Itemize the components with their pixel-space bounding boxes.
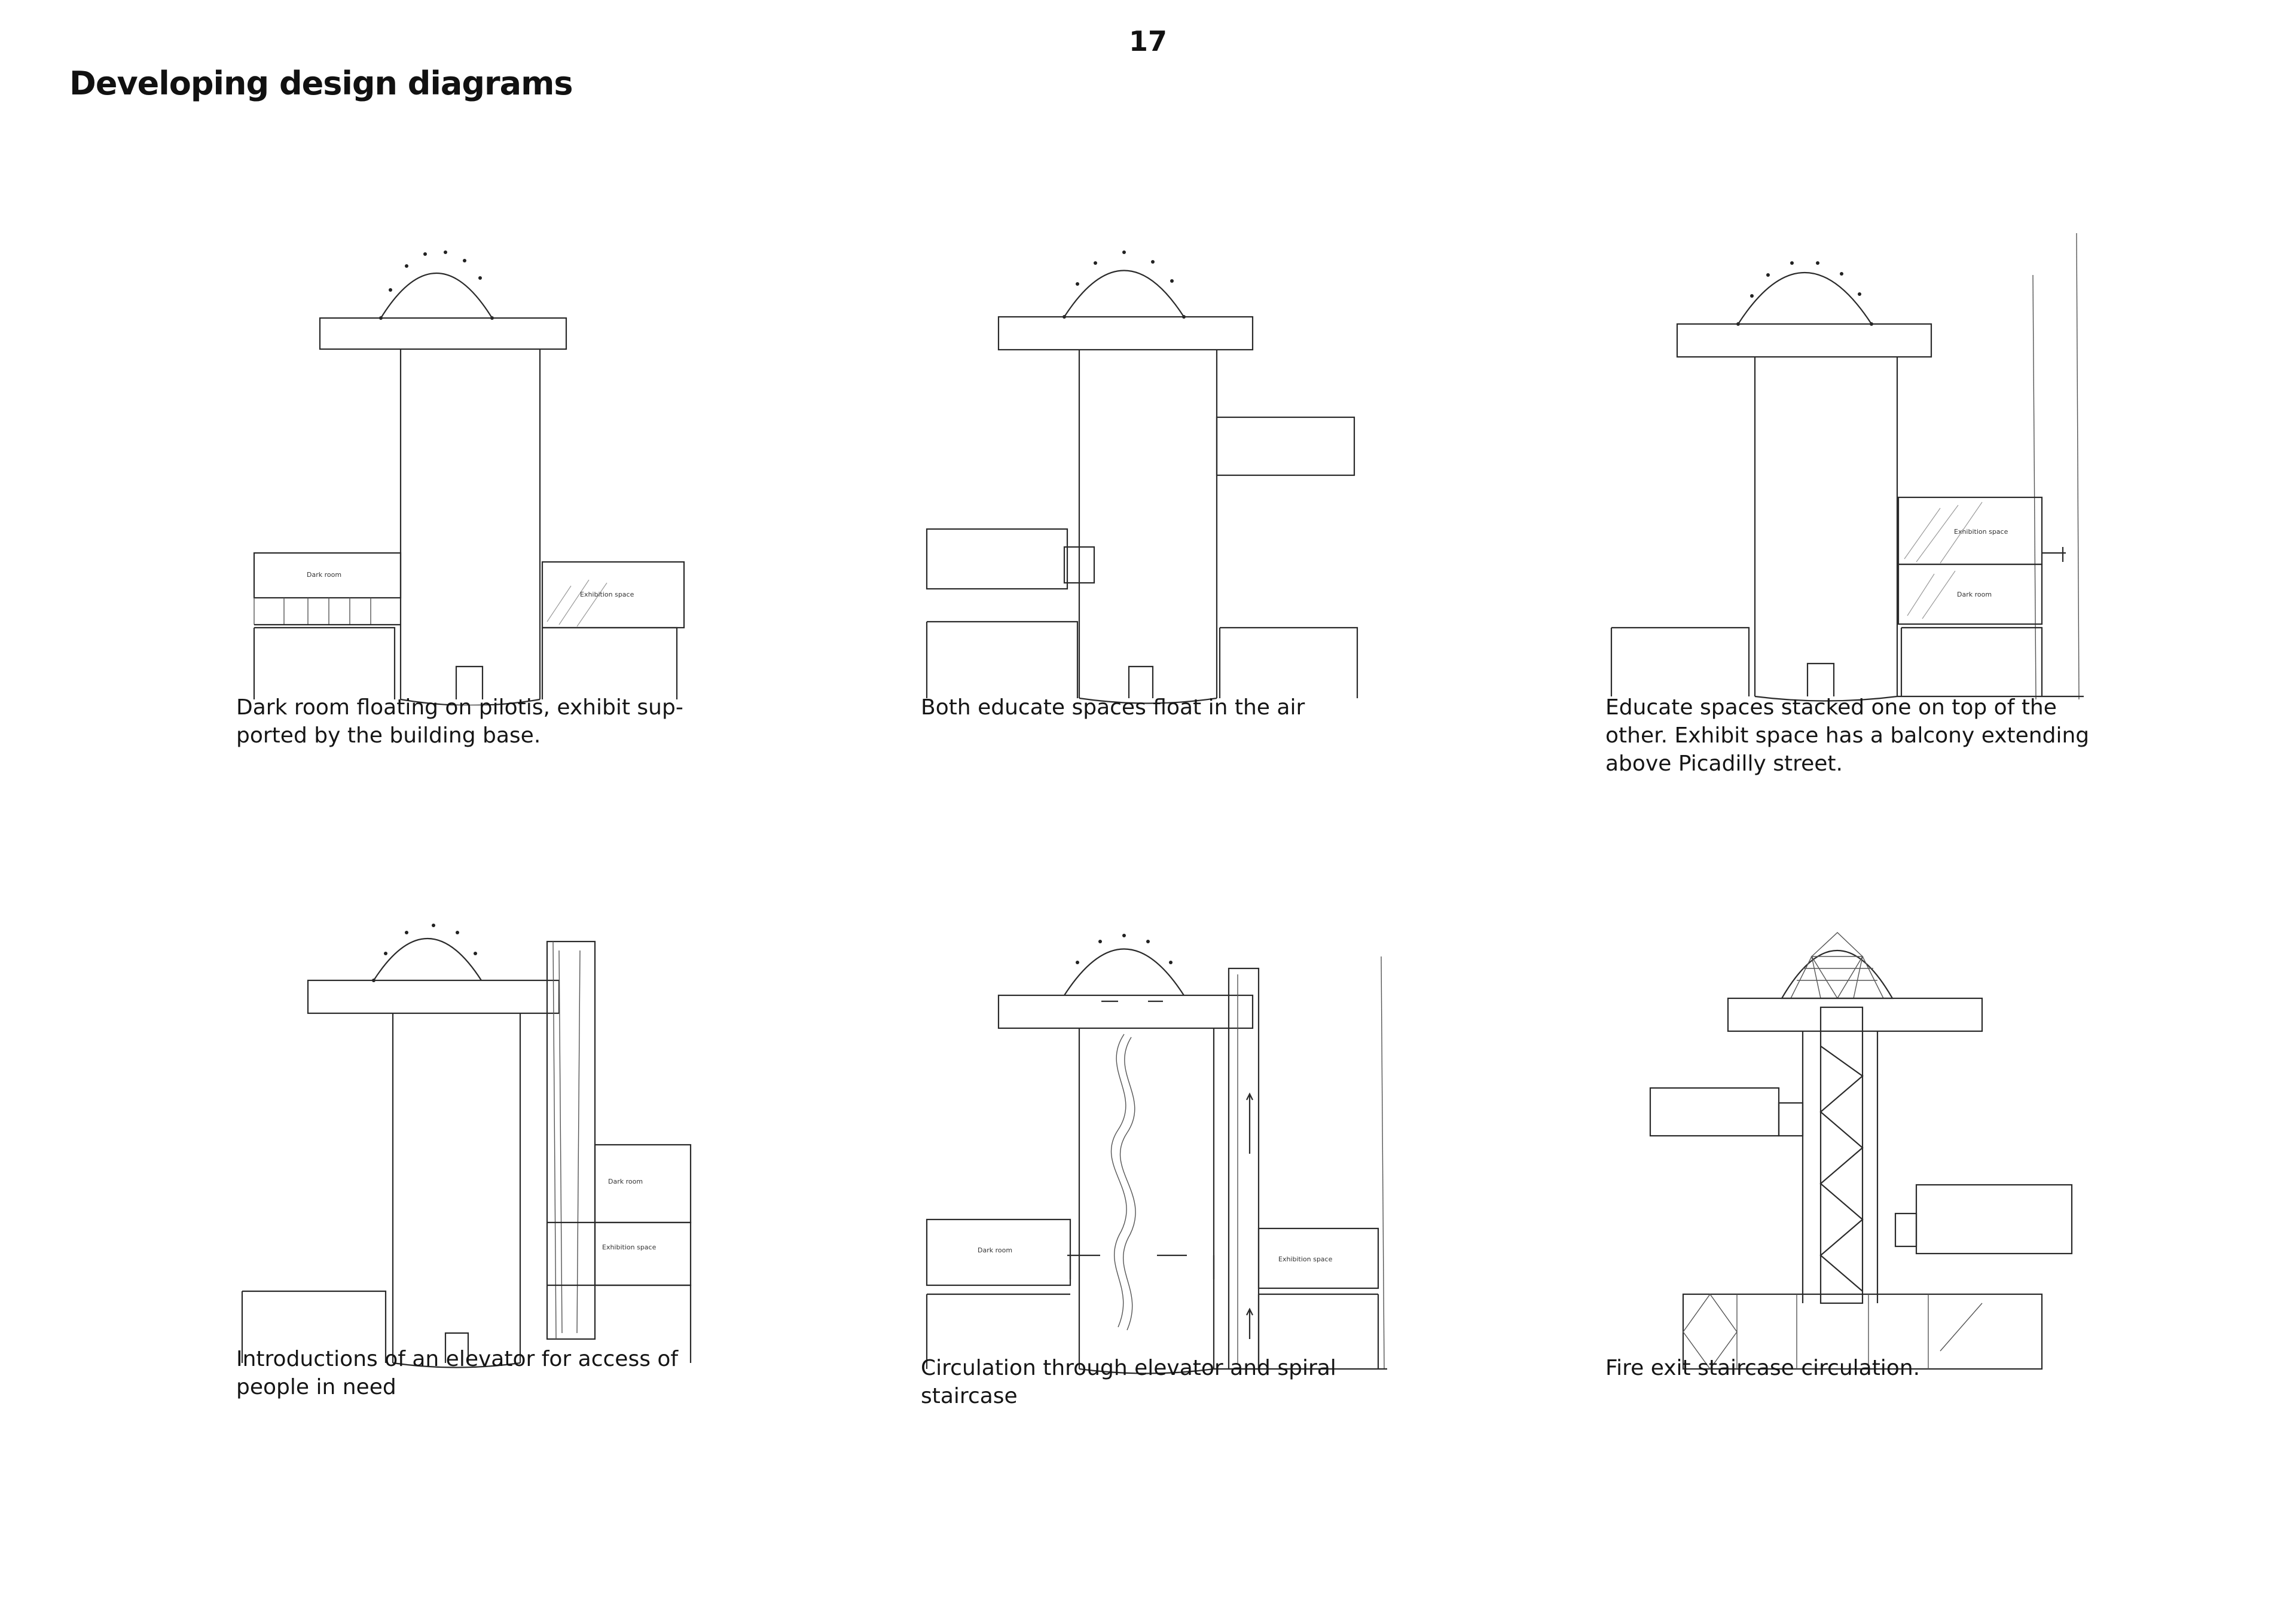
caption-2: Both educate spaces float in the air	[921, 693, 1305, 722]
caption-4: Introductions of an elevator for access …	[236, 1345, 678, 1401]
caption-1-line-2: ported by the building base.	[236, 723, 541, 748]
sketch-elevator-spiral-circulation: Dark room Exhibition space	[921, 897, 1411, 1375]
sketch-stacked-education: Exhibition space Dark room	[1605, 227, 2084, 705]
caption-5: Circulation through elevator and spiral …	[921, 1354, 1336, 1410]
page-number: 17	[1128, 25, 1167, 57]
label-dark-room: Dark room	[307, 571, 341, 579]
sketch-elevator-access: Dark room Exhibition space	[236, 897, 715, 1375]
caption-2-line-1: Both educate spaces float in the air	[921, 695, 1305, 720]
caption-4-line-1: Introductions of an elevator for access …	[236, 1347, 679, 1371]
caption-6-line-1: Fire exit staircase circulation.	[1605, 1356, 1921, 1380]
label-exhibition-space-5: Exhibition space	[1278, 1255, 1333, 1263]
caption-3-line-1: Educate spaces stacked one on top of the	[1605, 695, 2057, 720]
label-dark-room-5: Dark room	[978, 1246, 1012, 1254]
sketch-fire-exit-staircase	[1605, 897, 2084, 1375]
caption-1: Dark room floating on pilotis, exhibit s…	[236, 693, 683, 750]
label-exhibition-space-3: Exhibition space	[1954, 528, 2008, 536]
label-dark-room-4: Dark room	[608, 1178, 643, 1185]
caption-4-line-2: people in need	[236, 1375, 396, 1399]
caption-3-line-3: above Picadilly street.	[1605, 751, 1843, 776]
caption-5-line-1: Circulation through elevator and spiral	[921, 1356, 1336, 1380]
caption-6: Fire exit staircase circulation.	[1605, 1354, 1920, 1382]
label-dark-room-3: Dark room	[1957, 591, 1992, 598]
caption-3: Educate spaces stacked one on top of the…	[1605, 693, 2089, 778]
sketch-floating-education	[921, 227, 1399, 705]
page-title: Developing design diagrams	[69, 65, 573, 102]
caption-3-line-2: other. Exhibit space has a balcony exten…	[1605, 723, 2090, 748]
label-exhibition-space: Exhibition space	[580, 591, 634, 598]
sketch-dark-room-pilotis: Dark room Exhibition space	[236, 227, 703, 705]
label-exhibition-space-4: Exhibition space	[602, 1243, 657, 1251]
caption-5-line-2: staircase	[921, 1384, 1018, 1408]
caption-1-line-1: Dark room floating on pilotis, exhibit s…	[236, 695, 683, 720]
